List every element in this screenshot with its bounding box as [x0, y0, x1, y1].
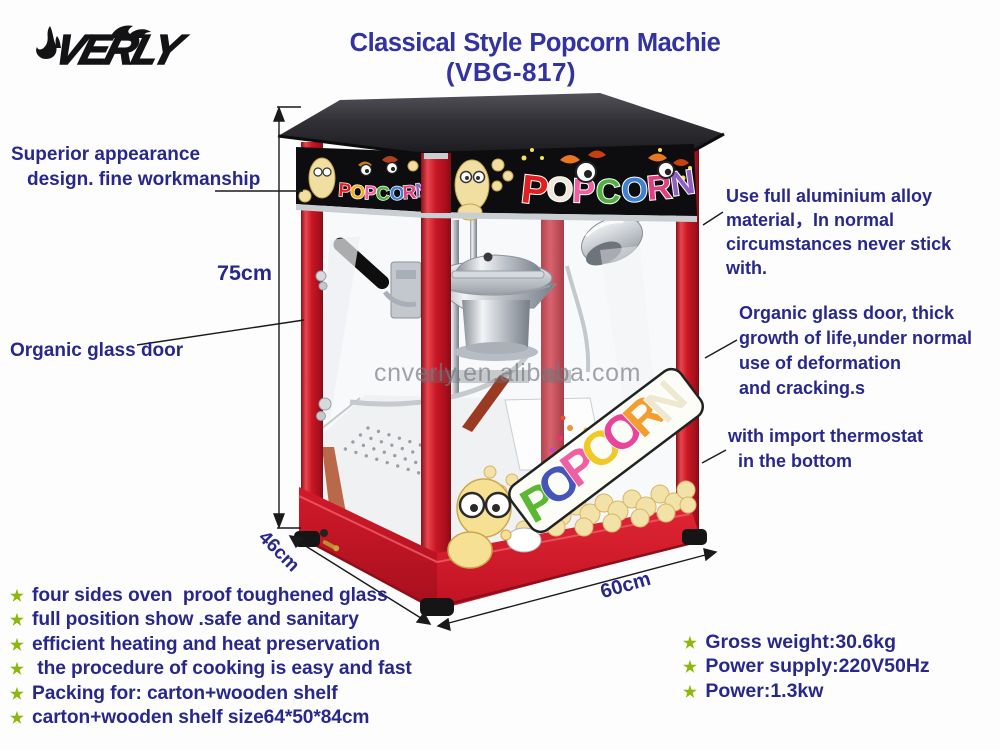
- svg-text:O: O: [545, 170, 574, 210]
- svg-text:C: C: [596, 173, 621, 211]
- svg-text:P: P: [519, 167, 550, 214]
- svg-text:C: C: [376, 184, 390, 205]
- svg-text:O: O: [389, 183, 405, 205]
- svg-text:O: O: [620, 171, 648, 210]
- svg-text:R: R: [402, 182, 417, 204]
- svg-text:VERLY: VERLY: [49, 27, 191, 74]
- svg-text:P: P: [364, 183, 378, 204]
- svg-text:P: P: [338, 180, 352, 202]
- svg-text:O: O: [350, 182, 366, 204]
- svg-text:P: P: [572, 172, 596, 211]
